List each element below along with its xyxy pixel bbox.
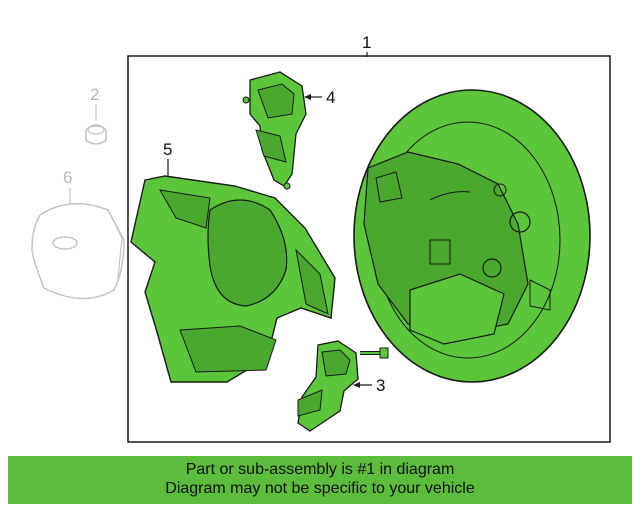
info-banner: Part or sub-assembly is #1 in diagram Di… <box>8 456 632 504</box>
banner-line-1: Part or sub-assembly is #1 in diagram <box>185 461 455 478</box>
part-4-switch[interactable] <box>242 71 307 190</box>
part-3-switch[interactable] <box>297 340 359 432</box>
part-1-steering-wheel[interactable] <box>353 89 591 383</box>
callout-6[interactable]: 6 <box>63 168 72 187</box>
callout-4[interactable]: 4 <box>326 88 335 107</box>
part-5-bezel[interactable] <box>130 175 336 383</box>
callout-5[interactable]: 5 <box>163 140 172 159</box>
banner-line-2: Diagram may not be specific to your vehi… <box>165 480 475 497</box>
callout-3[interactable]: 3 <box>376 376 385 395</box>
callout-1[interactable]: 1 <box>362 33 371 52</box>
callout-2[interactable]: 2 <box>90 85 99 104</box>
ghost-part-2: 2 <box>85 85 107 145</box>
assembly-frame <box>127 55 611 443</box>
ghost-part-6: 6 <box>31 168 125 300</box>
parts-diagram: 1 2 6 4 5 <box>31 33 611 443</box>
bolt <box>360 347 389 359</box>
